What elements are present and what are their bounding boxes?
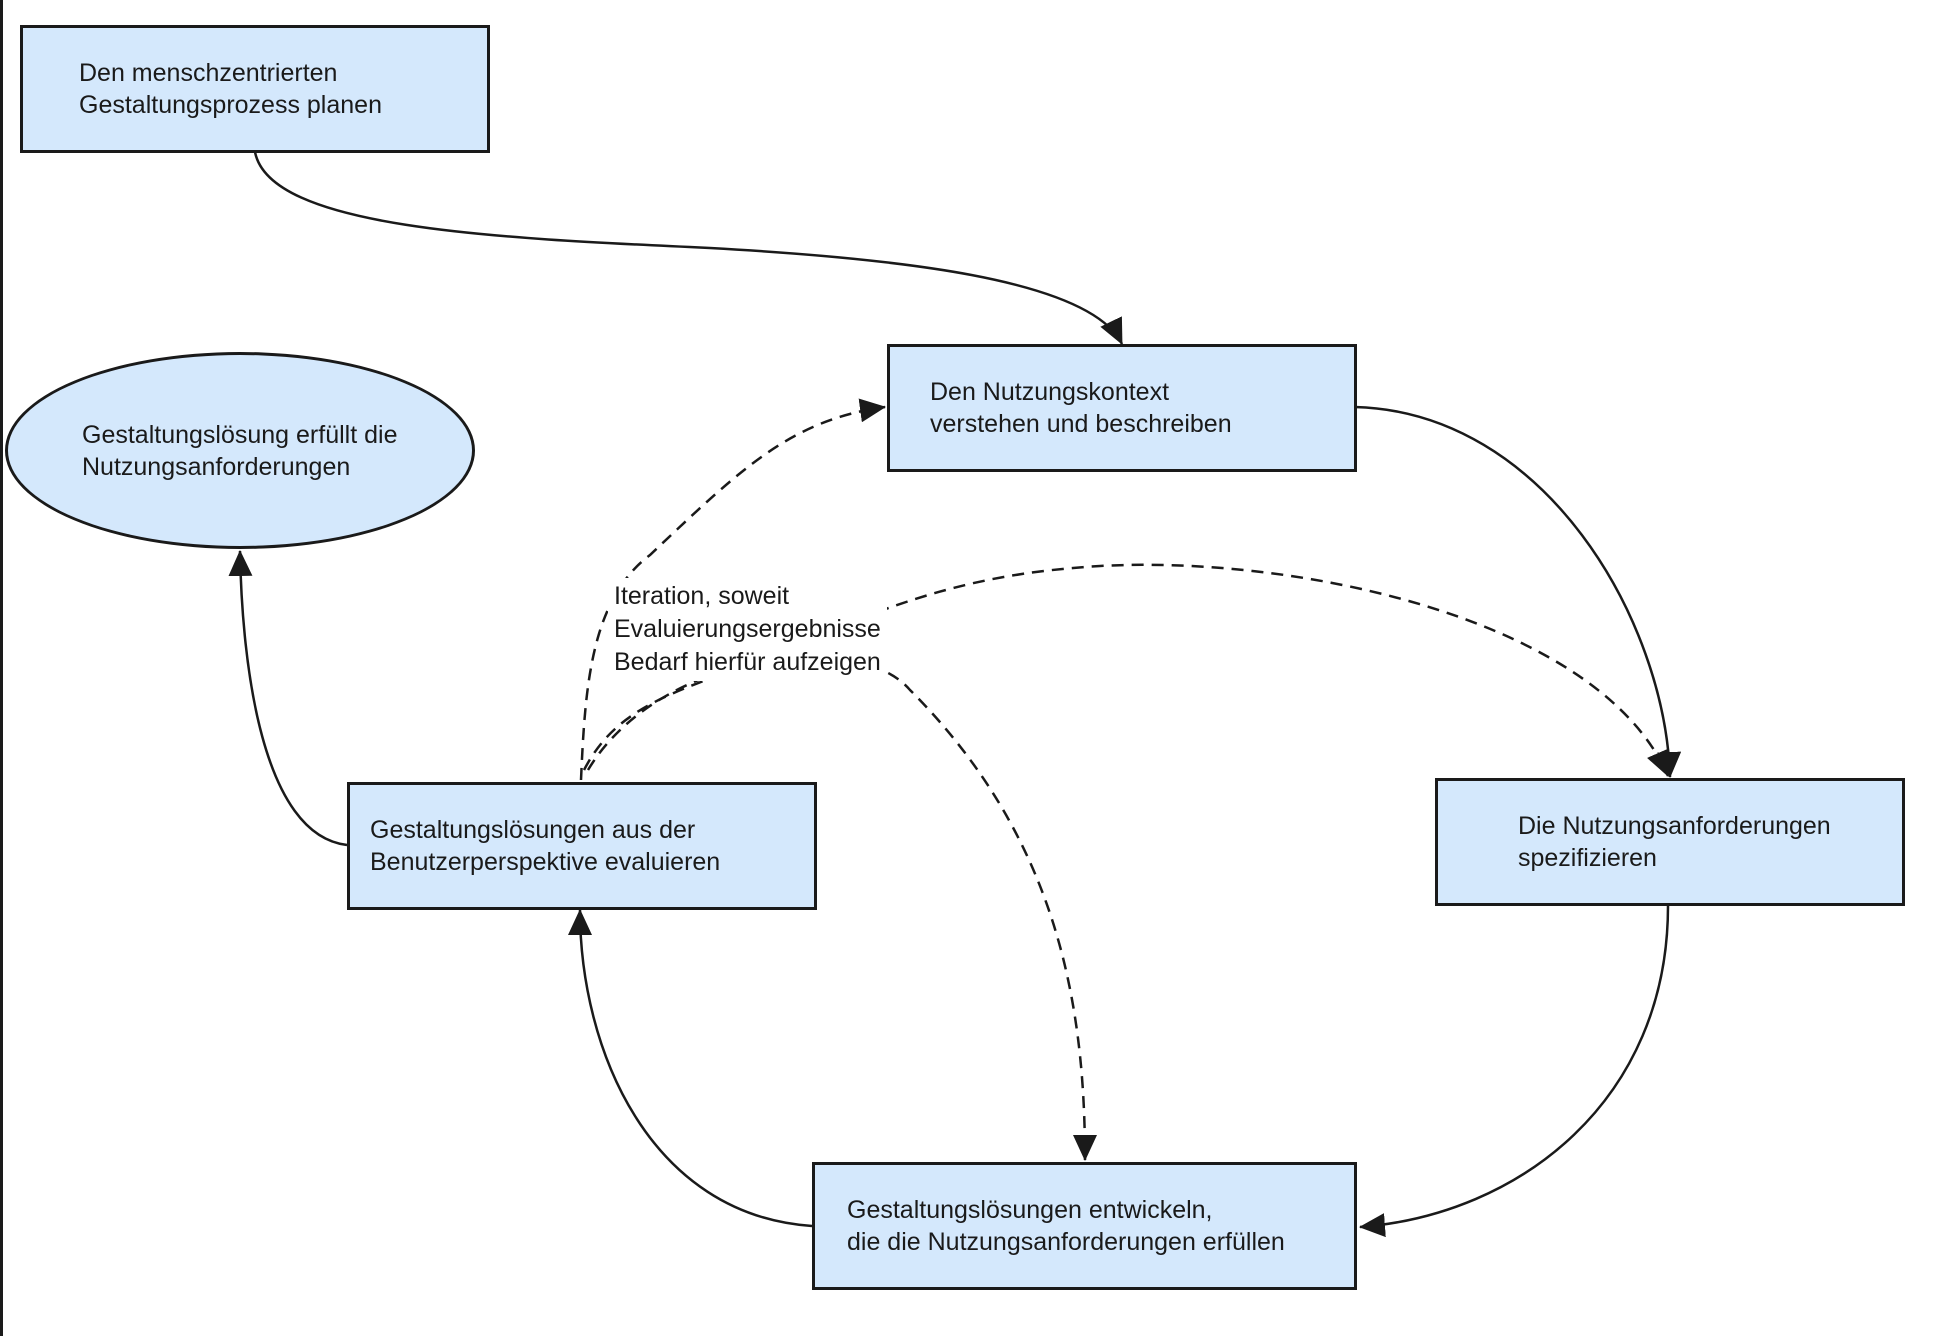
node-solution-meets-requirements: Gestaltungslösung erfüllt die Nutzungsan… (5, 352, 475, 549)
iteration-arrow-to-develop (586, 656, 1097, 1161)
iteration-note: Iteration, soweit Evaluierungsergebnisse… (608, 578, 887, 681)
arrow-develop-to-evaluate (568, 909, 813, 1228)
node-plan-process: Den menschzentrierten Gestaltungsprozess… (20, 25, 490, 153)
arrow-plan-to-context (253, 151, 1124, 345)
node-evaluate-solutions: Gestaltungslösungen aus der Benutzerpers… (347, 782, 817, 910)
node-evaluate-solutions-label: Gestaltungslösungen aus der Benutzerpers… (370, 816, 721, 876)
node-develop-solutions: Gestaltungslösungen entwickeln, die die … (812, 1162, 1357, 1290)
node-solution-meets-requirements-label: Gestaltungslösung erfüllt die Nutzungsan… (82, 420, 398, 481)
iteration-arrow-to-context (579, 398, 886, 781)
arrow-context-to-requirements (1354, 405, 1682, 778)
node-understand-context: Den Nutzungskontext verstehen und beschr… (887, 344, 1357, 472)
arrow-evaluate-to-result (228, 550, 348, 847)
node-plan-process-label: Den menschzentrierten Gestaltungsprozess… (79, 59, 382, 119)
node-understand-context-label: Den Nutzungskontext verstehen und beschr… (930, 378, 1232, 438)
arrow-requirements-to-develop (1359, 905, 1670, 1238)
iteration-arrow-to-requirements (582, 563, 1670, 777)
node-specify-requirements-label: Die Nutzungsanforderungen spezifizieren (1518, 812, 1831, 872)
node-develop-solutions-label: Gestaltungslösungen entwickeln, die die … (847, 1196, 1285, 1256)
node-specify-requirements: Die Nutzungsanforderungen spezifizieren (1435, 778, 1905, 906)
page-left-border (0, 0, 3, 1336)
